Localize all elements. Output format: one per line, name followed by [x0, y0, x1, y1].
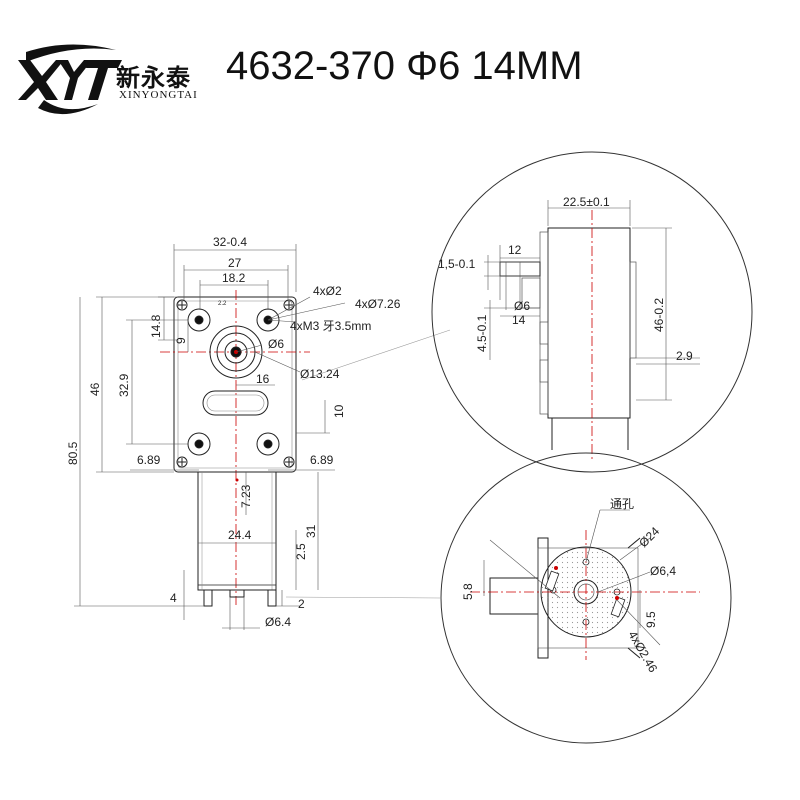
- side-dim-15: 1,5-0.1: [438, 257, 476, 271]
- header: 新永泰 XINYONGTAI 4632-370 Φ6 14MM: [0, 0, 800, 115]
- corner-screw: [283, 299, 295, 311]
- mount-hole: [256, 432, 280, 456]
- dim-689-left: 6.89: [137, 453, 161, 467]
- motor-boss: [229, 589, 245, 598]
- side-dim-12: 12: [508, 243, 522, 257]
- slot: [202, 390, 269, 416]
- dim-16: 16: [256, 372, 270, 386]
- dim-723: 7.23: [239, 484, 253, 508]
- dim-9: 9: [174, 337, 188, 344]
- end-through-hole: 通孔: [610, 497, 634, 511]
- dim-10: 10: [332, 404, 346, 418]
- brand-name-en: XINYONGTAI: [119, 89, 198, 101]
- end-dia-24: Ø24: [636, 524, 662, 550]
- gearbox-body: [173, 296, 297, 473]
- xyt-logo-icon: [18, 44, 122, 115]
- corner-screw: [283, 456, 295, 468]
- terminal-left: [203, 589, 213, 607]
- dim-329: 32.9: [117, 373, 131, 397]
- dim-width-27: 27: [228, 256, 242, 270]
- front-view-labels: 32-0.4 27 18.2 2.2 4xØ2 4xØ7.26 4xM3 牙3.…: [66, 235, 401, 629]
- brand-name-cn: 新永泰: [116, 64, 191, 92]
- dim-4: 4: [170, 591, 177, 605]
- dim-25: 2.5: [294, 543, 308, 560]
- side-dim-14: 14: [512, 313, 526, 327]
- slot-inner: [206, 394, 265, 412]
- corner-screw: [176, 456, 188, 468]
- dim-64: Ø6.4: [265, 615, 291, 629]
- terminal-right: [267, 589, 277, 607]
- label-shaft-6: Ø6: [268, 337, 284, 351]
- corner-screw: [176, 299, 188, 311]
- end-holes-246: 4xØ2.46: [625, 629, 660, 676]
- mount-hole: [187, 308, 211, 332]
- page-title: 4632-370 Φ6 14MM: [226, 44, 583, 88]
- dim-46: 46: [88, 382, 102, 396]
- side-dim-462: 46-0.2: [652, 298, 666, 332]
- dim-width-total: 32-0.4: [213, 235, 247, 249]
- mount-hole: [187, 432, 211, 456]
- dim-244: 24.4: [228, 528, 252, 542]
- dim-width-18: 18.2: [222, 271, 246, 285]
- logo-letters: [18, 60, 122, 100]
- side-gearbox: [547, 227, 631, 419]
- end-dim-58: 5.8: [461, 583, 475, 600]
- label-holes-726: 4xØ7.26: [355, 297, 401, 311]
- label-gear-1324: Ø13.24: [300, 367, 340, 381]
- end-detail: 通孔 Ø24 Ø6,4 5.8 9.5 4xØ2.46: [440, 452, 732, 744]
- end-terminal: [544, 570, 560, 592]
- label-holes-m3: 4xM3 牙3.5mm: [290, 319, 371, 333]
- dim-148: 14.8: [149, 314, 163, 338]
- end-detail-boundary: [440, 452, 732, 744]
- gearbox-body-inner: [177, 300, 293, 469]
- side-detail: 22.5±0.1 12 1,5-0.1 Ø6 14 46-0.2 4.5-0.1…: [431, 151, 753, 473]
- dim-689-right: 6.89: [310, 453, 334, 467]
- dim-2: 2: [298, 597, 305, 611]
- label-holes-2: 4xØ2: [313, 284, 342, 298]
- side-dim-225: 22.5±0.1: [563, 195, 610, 209]
- end-dia-64: Ø6,4: [650, 564, 676, 578]
- side-dim-29: 2.9: [676, 349, 693, 363]
- side-dim-45: 4.5-0.1: [475, 314, 489, 352]
- side-dim-6: Ø6: [514, 299, 530, 313]
- dim-805: 80.5: [66, 441, 80, 465]
- dim-small-22: 2.2: [218, 301, 227, 307]
- dim-31: 31: [304, 524, 318, 538]
- front-dimension-lines: [74, 244, 451, 630]
- front-view: [160, 290, 310, 607]
- side-detail-boundary: [431, 151, 753, 473]
- end-terminal: [610, 596, 626, 618]
- logo-swoosh: [26, 44, 116, 115]
- end-dim-95: 9.5: [644, 611, 658, 628]
